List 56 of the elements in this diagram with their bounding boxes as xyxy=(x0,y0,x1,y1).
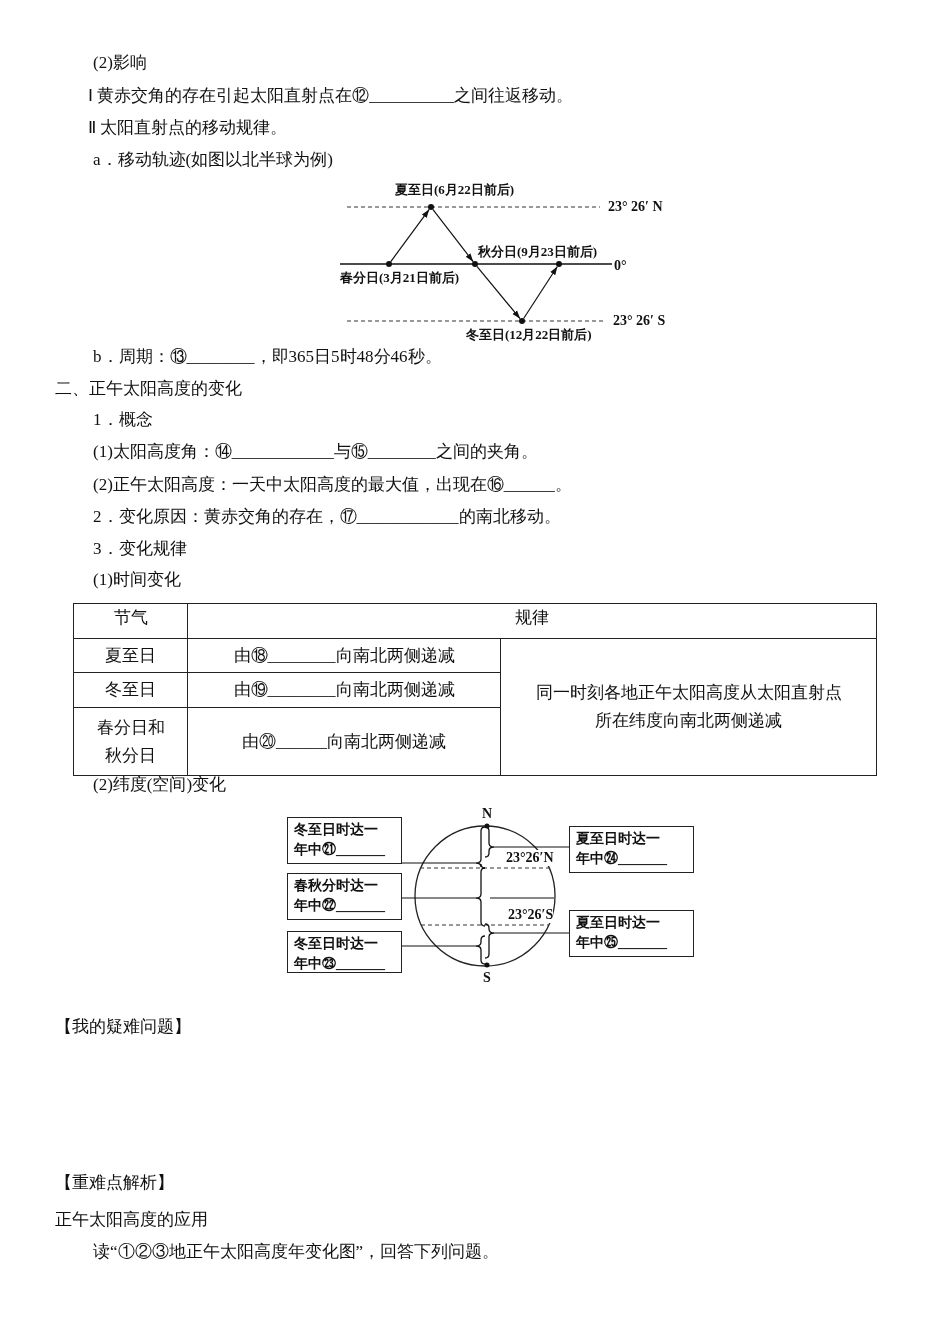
curly-brace xyxy=(484,827,494,857)
section-heading: 【重难点解析】 xyxy=(55,1172,174,1194)
latitude-label: 23°26′S xyxy=(508,907,554,923)
table-cell: 春分日和秋分日 xyxy=(73,707,188,776)
section-heading: 正午太阳高度的应用 xyxy=(55,1209,208,1231)
section-heading: (1)时间变化 xyxy=(93,569,181,591)
table-cell: 同一时刻各地正午太阳高度从太阳直射点所在纬度向南北两侧递减 xyxy=(500,638,877,776)
section-heading: 二、正午太阳高度的变化 xyxy=(55,378,242,400)
text-box: 春秋分时达一年中㉒_______ xyxy=(287,873,402,920)
leader-line xyxy=(401,945,477,947)
text-box: 冬至日时达一年中㉓_______ xyxy=(287,931,402,973)
curly-brace xyxy=(476,936,486,964)
pole-label: N xyxy=(480,806,494,822)
latitude-label: 23°26′N xyxy=(506,850,554,866)
leader-line xyxy=(493,846,570,848)
table-cell: 由⑱________向南北两侧递减 xyxy=(187,638,501,673)
curly-brace xyxy=(476,868,486,926)
arrow xyxy=(390,208,430,263)
text-line: Ⅰ 黄赤交角的存在引起太阳直射点在⑫__________之间往返移动。 xyxy=(88,85,574,107)
table-cell: 节气 xyxy=(73,603,188,639)
date-label: 冬至日(12月22日前后) xyxy=(466,327,592,343)
pole-label: S xyxy=(482,970,492,986)
arrow xyxy=(432,208,474,263)
point-dot xyxy=(519,318,525,324)
text-box: 夏至日时达一年中㉕_______ xyxy=(569,910,694,957)
date-label: 秋分日(9月23日前后) xyxy=(478,244,598,260)
section-heading: 【我的疑难问题】 xyxy=(55,1016,191,1038)
arrow xyxy=(476,265,521,320)
text-line: a．移动轨迹(如图以北半球为例) xyxy=(93,149,333,171)
text-line: 读“①②③地正午太阳高度年变化图”，回答下列问题。 xyxy=(93,1241,500,1263)
text-line: (2)正午太阳高度：一天中太阳高度的最大值，出现在⑯______。 xyxy=(93,474,572,496)
text-line: b．周期：⑬________，即365日5时48分46秒。 xyxy=(93,346,442,368)
point-dot xyxy=(386,261,392,267)
date-label: 夏至日(6月22日前后) xyxy=(395,182,515,198)
leader-line xyxy=(493,932,570,934)
curly-brace xyxy=(484,924,494,958)
section-heading: 3．变化规律 xyxy=(93,538,187,560)
text-box: 冬至日时达一年中㉑_______ xyxy=(287,817,402,864)
leader-line xyxy=(401,862,477,864)
text-line: 2．变化原因：黄赤交角的存在，⑰____________的南北移动。 xyxy=(93,506,561,528)
date-label: 春分日(3月21日前后) xyxy=(340,270,460,286)
text-line: (1)太阳高度角：⑭____________与⑮________之间的夹角。 xyxy=(93,441,538,463)
table-cell: 冬至日 xyxy=(73,672,188,708)
point-dot xyxy=(472,261,478,267)
section-heading: 1．概念 xyxy=(93,409,153,431)
curly-brace xyxy=(476,827,486,868)
section-heading: (2)影响 xyxy=(93,52,147,74)
section-heading: (2)纬度(空间)变化 xyxy=(93,774,227,796)
point-dot xyxy=(428,204,434,210)
table-cell: 夏至日 xyxy=(73,638,188,673)
point-dot xyxy=(556,261,562,267)
text-box: 夏至日时达一年中㉔_______ xyxy=(569,826,694,873)
text-line: Ⅱ 太阳直射点的移动规律。 xyxy=(88,117,288,139)
table-cell: 规律 xyxy=(187,603,877,639)
leader-line xyxy=(401,897,477,899)
arrow xyxy=(523,265,558,320)
